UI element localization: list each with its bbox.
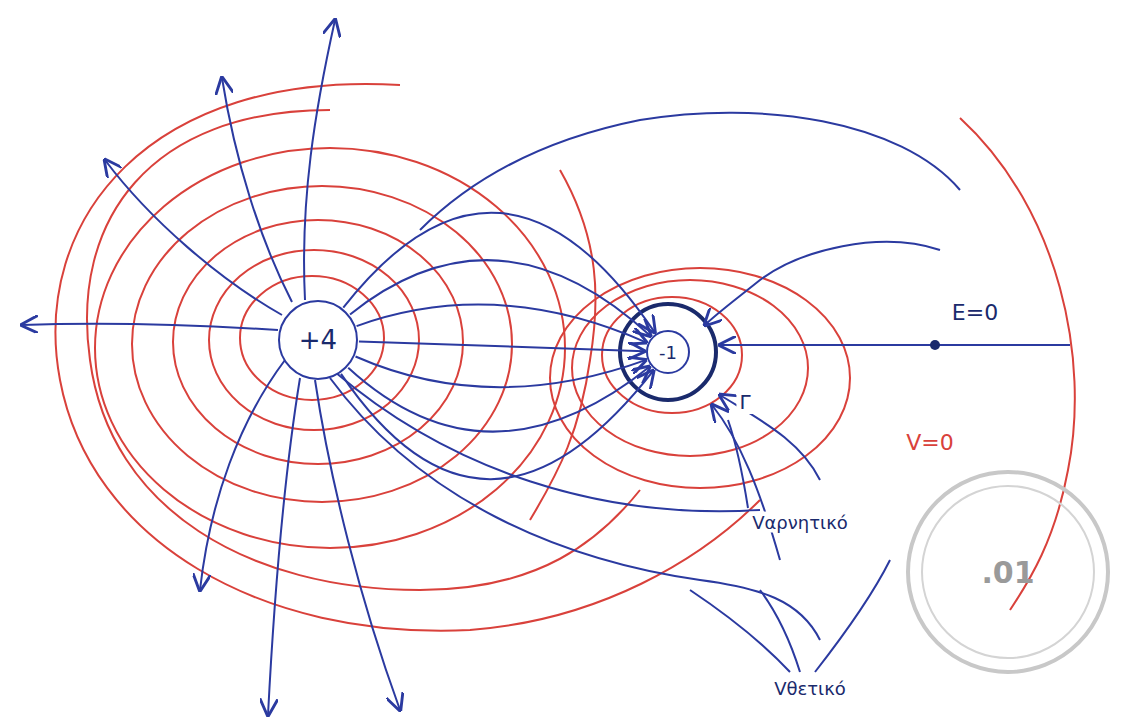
field-line xyxy=(343,213,654,332)
charge-circle: -1 xyxy=(646,330,690,374)
potential-zero-label: V=0 xyxy=(903,430,956,455)
charge-value: +4 xyxy=(299,325,337,355)
watermark: .01 xyxy=(978,555,1037,590)
field-line xyxy=(357,305,646,343)
field-line xyxy=(359,341,644,351)
field-line xyxy=(356,357,646,388)
field-line xyxy=(341,371,653,479)
charge-value: -1 xyxy=(659,342,677,363)
field-line xyxy=(348,367,649,432)
positive-potential-label: Vθετικό xyxy=(771,678,849,699)
negative-potential-label: Vαρνητικό xyxy=(749,512,851,533)
surface-label: Γ xyxy=(736,390,753,414)
charge-circle: +4 xyxy=(278,300,358,380)
field-zero-label: E=0 xyxy=(949,300,1001,325)
